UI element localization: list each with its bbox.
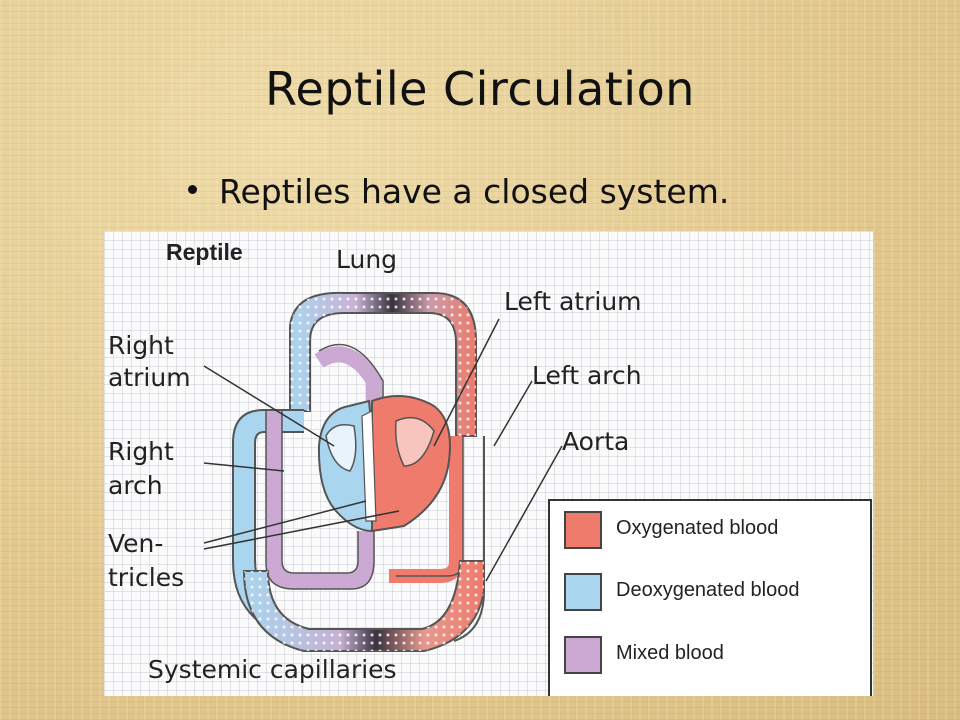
bullet-point: Reptiles have a closed system. — [188, 172, 729, 211]
label-right-atrium-line1: Right — [108, 331, 174, 360]
leader-lines — [203, 318, 563, 582]
mixed-vessel — [266, 411, 374, 589]
label-lung: Lung — [336, 245, 398, 274]
bullet-text: Reptiles have a closed system. — [219, 172, 730, 211]
bullet-dot-icon — [188, 185, 197, 194]
label-aorta: Aorta — [562, 427, 630, 456]
label-systemic-capillaries: Systemic capillaries — [148, 655, 397, 684]
reptile-circulation-diagram: Reptile Lung Left atrium Left arch Aorta… — [104, 231, 873, 696]
figure-heading: Reptile — [166, 239, 243, 265]
label-left-atrium: Left atrium — [504, 287, 642, 316]
legend-swatch-oxygenated — [564, 511, 602, 549]
systemic-capillaries — [242, 560, 485, 652]
legend-swatch-mixed — [564, 636, 602, 674]
label-right-arch-line1: Right — [108, 437, 174, 466]
page-title: Reptile Circulation — [265, 62, 695, 116]
legend: Oxygenated blood Deoxygenated blood Mixe… — [548, 499, 872, 696]
label-left-arch: Left arch — [532, 361, 642, 390]
legend-label-mixed: Mixed blood — [616, 642, 724, 664]
legend-swatch-deoxygenated — [564, 573, 602, 611]
label-ventricles-line1: Ven- — [108, 529, 164, 558]
circulation-drawing — [203, 291, 563, 652]
label-right-atrium-line2: atrium — [108, 363, 191, 392]
legend-label-deoxygenated: Deoxygenated blood — [616, 579, 800, 601]
legend-label-oxygenated: Oxygenated blood — [616, 517, 779, 539]
heart — [317, 395, 451, 533]
label-ventricles-line2: tricles — [108, 563, 185, 592]
label-right-arch-line2: arch — [108, 471, 163, 500]
lung-capillaries — [289, 291, 477, 437]
